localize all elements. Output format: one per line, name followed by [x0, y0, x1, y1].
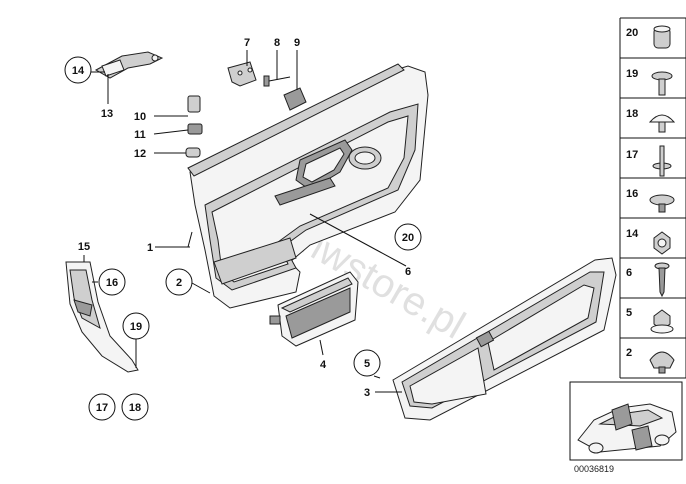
door-trim-panel: [187, 63, 429, 309]
callout-5: 5: [364, 358, 370, 370]
callout-circle-19: [122, 312, 150, 340]
callout-circle-16: [98, 268, 126, 296]
callout-circle-20: [394, 223, 422, 251]
leader-lines: [83, 50, 409, 393]
fastener-label-14: 14: [626, 228, 639, 240]
callout-4: 4: [320, 359, 327, 371]
fastener-label-16: 16: [626, 188, 638, 200]
a-pillar-trim: [65, 261, 139, 373]
storage-compartment: [269, 271, 359, 347]
hex-nut-icon: [653, 231, 671, 255]
clip-10: [187, 95, 201, 113]
fastener-label-19: 19: [626, 68, 638, 80]
callout-6: 6: [405, 266, 411, 278]
fastener-label-2: 2: [626, 347, 632, 359]
fastener-label-5: 5: [626, 307, 632, 319]
callout-10: 10: [134, 111, 146, 123]
diagram-code: 00036819: [574, 464, 614, 474]
car-location-thumbnail: [569, 381, 683, 461]
push-clip-icon: [648, 114, 676, 133]
fastener-label-18: 18: [626, 108, 638, 120]
fastener-label-17: 17: [626, 149, 638, 161]
trim-clip-icon: [649, 194, 675, 213]
callout-circle-14: [64, 56, 92, 84]
fastener-column: 20 19 18 17 16 14: [619, 17, 686, 379]
callout-3: 3: [364, 387, 370, 399]
callout-18: 18: [129, 402, 141, 414]
screw-8: [263, 75, 291, 87]
callout-20: 20: [402, 232, 414, 244]
callout-circle-2: [165, 268, 193, 296]
callout-15: 15: [78, 241, 90, 253]
clip-11: [187, 123, 203, 135]
fastener-label-6: 6: [626, 267, 632, 279]
clip-12: [185, 147, 201, 158]
flange-nut-icon: [650, 309, 674, 334]
callout-13: 13: [101, 108, 113, 120]
callout-2: 2: [176, 277, 182, 289]
expanding-rivet-long-icon: [652, 145, 672, 177]
cap-icon: [653, 25, 671, 49]
hinge-bracket-7: [227, 61, 257, 87]
callout-7: 7: [244, 37, 250, 49]
callout-14: 14: [72, 65, 85, 77]
callouts: 14 13 7 8 9 10 11 12 1 2 15 16 19 17 18 …: [64, 37, 422, 421]
callout-1: 1: [147, 242, 153, 254]
callout-19: 19: [130, 321, 142, 333]
callout-circle-17: [88, 393, 116, 421]
callout-11: 11: [134, 129, 146, 141]
callout-16: 16: [106, 277, 118, 289]
clip-9: [283, 87, 307, 111]
fastener-label-20: 20: [626, 27, 638, 39]
callout-9: 9: [294, 37, 300, 49]
bracket-14: [94, 51, 164, 79]
screw-icon: [654, 262, 670, 298]
callout-12: 12: [134, 148, 146, 160]
callout-circle-18: [121, 393, 149, 421]
expanding-rivet-icon: [651, 71, 673, 96]
callout-17: 17: [96, 402, 108, 414]
lower-door-pocket: [392, 257, 617, 421]
clip-nut-icon: [649, 351, 675, 374]
callout-8: 8: [274, 37, 280, 49]
callout-circle-5: [353, 349, 381, 377]
